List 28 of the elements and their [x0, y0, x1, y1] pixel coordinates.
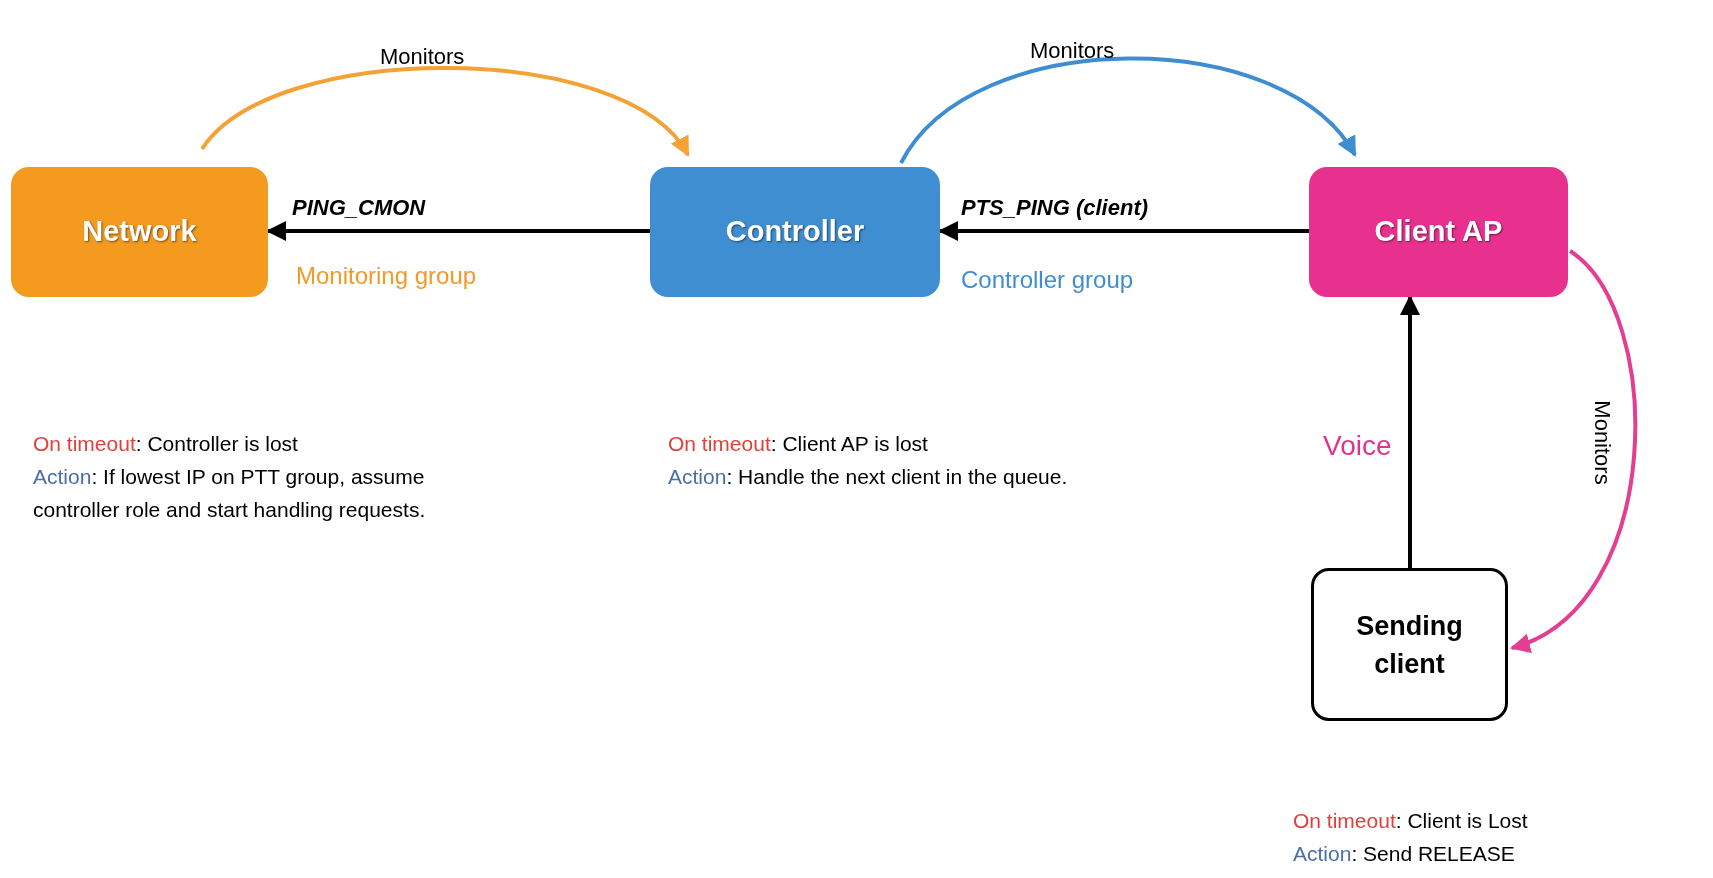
group-label: Controller group: [961, 265, 1135, 295]
arrow: [899, 56, 1357, 165]
node-label: Controller: [725, 214, 865, 250]
edge-label: PING_CMON: [292, 194, 426, 222]
arrow: [938, 221, 1309, 241]
edge-label: Monitors: [1588, 400, 1616, 485]
edge-label: PTS_PING (client): [961, 194, 1149, 222]
arrow: [1510, 249, 1638, 651]
note-text: Action: Handle the next client in the queue.: [668, 464, 1069, 490]
edge-label: Voice: [1323, 429, 1392, 463]
process-box: [11, 167, 268, 297]
process-box: [1311, 568, 1508, 721]
note-text: Action: If lowest IP on PTT group, assume controller role and start handling requests.: [33, 464, 427, 523]
node-label: Sending client: [1355, 609, 1464, 681]
edge-label: Monitors: [1030, 37, 1115, 65]
group-label: Monitoring group: [296, 261, 478, 291]
note-text: On timeout: Controller is lost: [33, 431, 299, 457]
node-label: Network: [82, 214, 197, 250]
arrow: [200, 66, 690, 157]
note-text: On timeout: Client is Lost: [1293, 808, 1529, 834]
node-label: Client AP: [1374, 214, 1503, 250]
note-text: Action: Send RELEASE: [1293, 841, 1516, 867]
process-box: [650, 167, 940, 297]
note-text: On timeout: Client AP is lost: [668, 431, 929, 457]
process-box: [1309, 167, 1568, 297]
arrow: [266, 221, 650, 241]
edge-label: Monitors: [380, 43, 465, 71]
arrow: [1400, 295, 1420, 568]
